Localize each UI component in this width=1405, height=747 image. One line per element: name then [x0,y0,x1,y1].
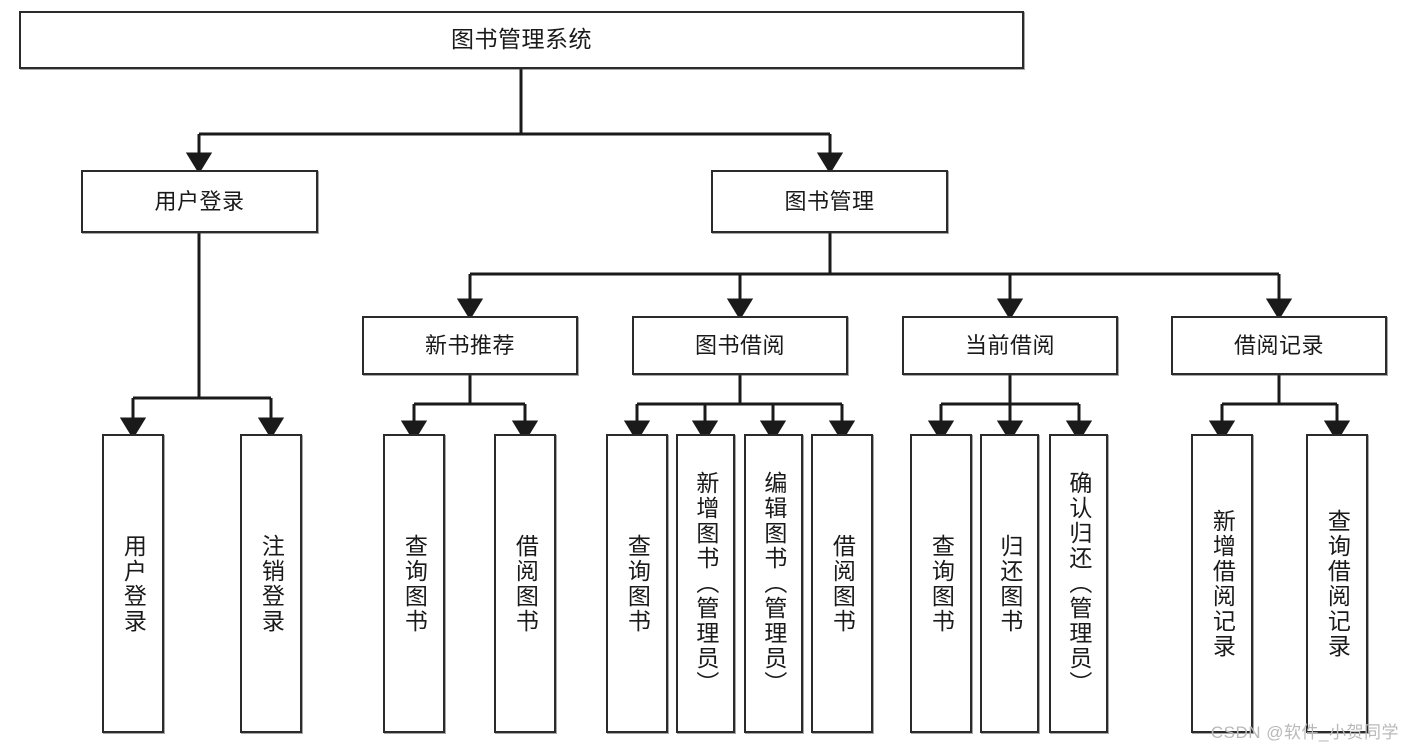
node-label: 归还图书 [996,533,1023,634]
node-label: 查询借阅记录 [1324,508,1351,659]
node-root-book-management-system[interactable]: 图书管理系统 [19,11,1024,69]
node-book-management[interactable]: 图书管理 [711,170,948,233]
node-leaf-add-book[interactable]: 新增图书（管理员） [676,434,735,733]
node-leaf-user-login[interactable]: 用户登录 [102,434,164,733]
node-label: 查询图书 [624,533,651,634]
node-label: 新书推荐 [424,332,515,358]
node-label: 当前借阅 [964,332,1055,358]
node-leaf-borrow-book-recommend[interactable]: 借阅图书 [494,434,556,733]
node-leaf-query-borrow-record[interactable]: 查询借阅记录 [1306,434,1368,733]
node-label: 新增借阅记录 [1209,508,1236,659]
node-label: 用户登录 [120,533,147,634]
node-book-borrow[interactable]: 图书借阅 [632,316,848,375]
node-label: 编辑图书（管理员） [760,471,787,696]
node-leaf-user-logout[interactable]: 注销登录 [240,434,302,733]
node-leaf-edit-book[interactable]: 编辑图书（管理员） [744,434,803,733]
node-leaf-confirm-return[interactable]: 确认归还（管理员） [1049,434,1108,733]
node-user-login[interactable]: 用户登录 [81,170,318,233]
node-label: 图书管理系统 [451,26,592,53]
node-borrow-record[interactable]: 借阅记录 [1171,316,1387,375]
node-label: 查询图书 [928,533,955,634]
node-current-borrow[interactable]: 当前借阅 [902,316,1118,375]
node-label: 图书管理 [784,188,875,214]
node-label: 图书借阅 [694,332,785,358]
node-leaf-add-borrow-record[interactable]: 新增借阅记录 [1191,434,1253,733]
node-label: 借阅图书 [512,533,539,634]
node-label: 新增图书（管理员） [692,471,719,696]
node-label: 借阅图书 [829,533,856,634]
node-leaf-query-book-recommend[interactable]: 查询图书 [383,434,445,733]
node-leaf-return-book[interactable]: 归还图书 [980,434,1039,733]
node-label: 借阅记录 [1233,332,1324,358]
node-leaf-query-book-borrow[interactable]: 查询图书 [606,434,668,733]
node-label: 注销登录 [258,533,285,634]
node-label: 查询图书 [401,533,428,634]
node-leaf-borrow-book[interactable]: 借阅图书 [811,434,873,733]
node-new-book-recommend[interactable]: 新书推荐 [362,316,578,375]
watermark-text: CSDN @软件_小贺同学 [1210,723,1399,742]
node-label: 用户登录 [154,188,245,214]
node-label: 确认归还（管理员） [1065,471,1092,696]
node-leaf-query-book-current[interactable]: 查询图书 [910,434,972,733]
